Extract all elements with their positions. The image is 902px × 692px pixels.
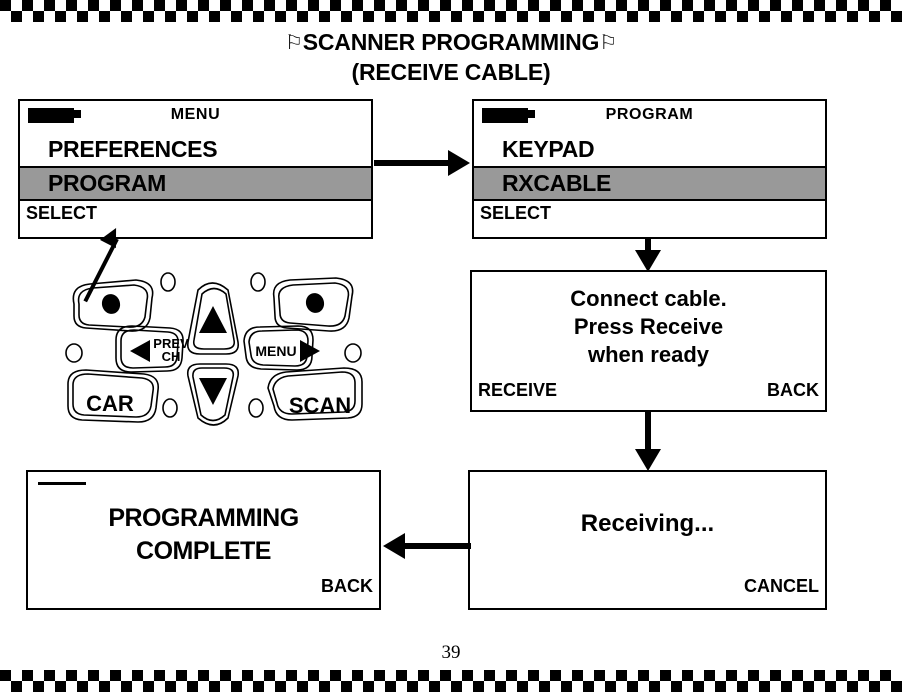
prev-ch-label-line2: CH bbox=[162, 349, 181, 364]
title-main-text: SCANNER PROGRAMMING bbox=[302, 29, 600, 55]
lcd-screen-programming-complete: PROGRAMMING COMPLETE BACK bbox=[26, 470, 381, 610]
screw-hole bbox=[160, 272, 176, 292]
screw-hole bbox=[250, 272, 266, 292]
message-receiving: Receiving... bbox=[470, 472, 825, 538]
arrow-shaft bbox=[399, 543, 471, 549]
arrow-head-down-icon bbox=[635, 449, 661, 471]
racing-flag-left-icon: ⚐ bbox=[285, 32, 303, 54]
arrow-receiving-to-complete bbox=[383, 533, 471, 563]
screw-hole bbox=[162, 398, 178, 418]
down-arrow-icon bbox=[199, 378, 227, 405]
lcd-screen-connect-cable: Connect cable. Press Receive when ready … bbox=[470, 270, 827, 412]
menu-key-label: MENU bbox=[255, 343, 296, 359]
arrow-head-down-icon bbox=[635, 250, 661, 272]
menu-item-rxcable[interactable]: RXCABLE bbox=[474, 166, 825, 201]
message-line-2: COMPLETE bbox=[136, 537, 271, 565]
softkey-receive[interactable]: RECEIVE bbox=[478, 380, 558, 400]
right-softkey-dot bbox=[305, 293, 325, 313]
lcd-screen-receiving: Receiving... CANCEL bbox=[468, 470, 827, 610]
screen-title-program: PROGRAM bbox=[605, 106, 694, 123]
softkey-back[interactable]: BACK bbox=[767, 380, 819, 400]
menu-item-preferences[interactable]: PREFERENCES bbox=[48, 136, 218, 162]
keypad-diagram: PREV CH MENU CAR SCAN bbox=[58, 268, 368, 433]
up-arrow-icon bbox=[199, 306, 227, 333]
arrow-menu-to-program bbox=[374, 150, 474, 180]
lcd-screen-program: PROGRAM KEYPAD RXCABLE SELECT bbox=[472, 99, 827, 239]
arrow-program-to-connect bbox=[635, 239, 665, 272]
screw-hole bbox=[248, 398, 264, 418]
screen-title-menu: MENU bbox=[170, 106, 221, 123]
scan-key-label: SCAN bbox=[289, 393, 351, 418]
status-bar-program: PROGRAM bbox=[474, 101, 825, 133]
menu-item-program[interactable]: PROGRAM bbox=[20, 166, 371, 201]
title-subtitle-text: (RECEIVE CABLE) bbox=[351, 59, 551, 85]
prev-ch-label-line1: PREV bbox=[153, 336, 189, 351]
softkey-bar-complete: BACK bbox=[28, 574, 379, 604]
left-softkey-dot bbox=[101, 294, 121, 314]
menu-item-keypad[interactable]: KEYPAD bbox=[502, 136, 595, 162]
battery-icon bbox=[482, 108, 535, 123]
screw-hole bbox=[344, 343, 362, 363]
softkey-bar-menu: SELECT bbox=[20, 201, 371, 231]
message-line-1: Receiving... bbox=[580, 510, 715, 537]
car-key-label: CAR bbox=[86, 391, 134, 416]
message-line-1: PROGRAMMING bbox=[108, 504, 299, 532]
page-title: ⚐SCANNER PROGRAMMING⚐ (RECEIVE CABLE) bbox=[0, 28, 902, 87]
softkey-bar-connect: RECEIVE BACK bbox=[472, 378, 825, 408]
arrow-shaft bbox=[645, 412, 651, 452]
left-arrow-icon bbox=[130, 340, 150, 362]
softkey-bar-receiving: CANCEL bbox=[470, 574, 825, 604]
screw-hole bbox=[65, 343, 83, 363]
message-line-2: Press Receive bbox=[573, 314, 724, 339]
arrow-connect-to-receiving bbox=[635, 412, 665, 472]
softkey-select[interactable]: SELECT bbox=[26, 203, 98, 223]
message-programming-complete: PROGRAMMING COMPLETE bbox=[28, 472, 379, 568]
softkey-cancel[interactable]: CANCEL bbox=[744, 576, 819, 596]
thin-bar-icon bbox=[38, 482, 86, 485]
message-line-1: Connect cable. bbox=[570, 286, 727, 311]
status-bar-menu: MENU bbox=[20, 101, 371, 133]
checkered-border-top bbox=[0, 0, 902, 22]
message-line-3: when ready bbox=[587, 342, 710, 367]
lcd-screen-menu: MENU PREFERENCES PROGRAM SELECT bbox=[18, 99, 373, 239]
right-arrow-icon bbox=[300, 340, 320, 362]
softkey-bar-program: SELECT bbox=[474, 201, 825, 231]
arrow-head-left-icon bbox=[383, 533, 405, 559]
arrow-head-right-icon bbox=[448, 150, 470, 176]
racing-flag-right-icon: ⚐ bbox=[599, 32, 617, 54]
arrow-shaft bbox=[374, 160, 452, 166]
checkered-border-bottom bbox=[0, 670, 902, 692]
arrow-shaft bbox=[645, 239, 651, 253]
battery-icon bbox=[28, 108, 81, 123]
softkey-select[interactable]: SELECT bbox=[480, 203, 552, 223]
message-connect-cable: Connect cable. Press Receive when ready bbox=[472, 272, 825, 369]
softkey-back[interactable]: BACK bbox=[321, 576, 373, 596]
page-number: 39 bbox=[441, 642, 461, 663]
